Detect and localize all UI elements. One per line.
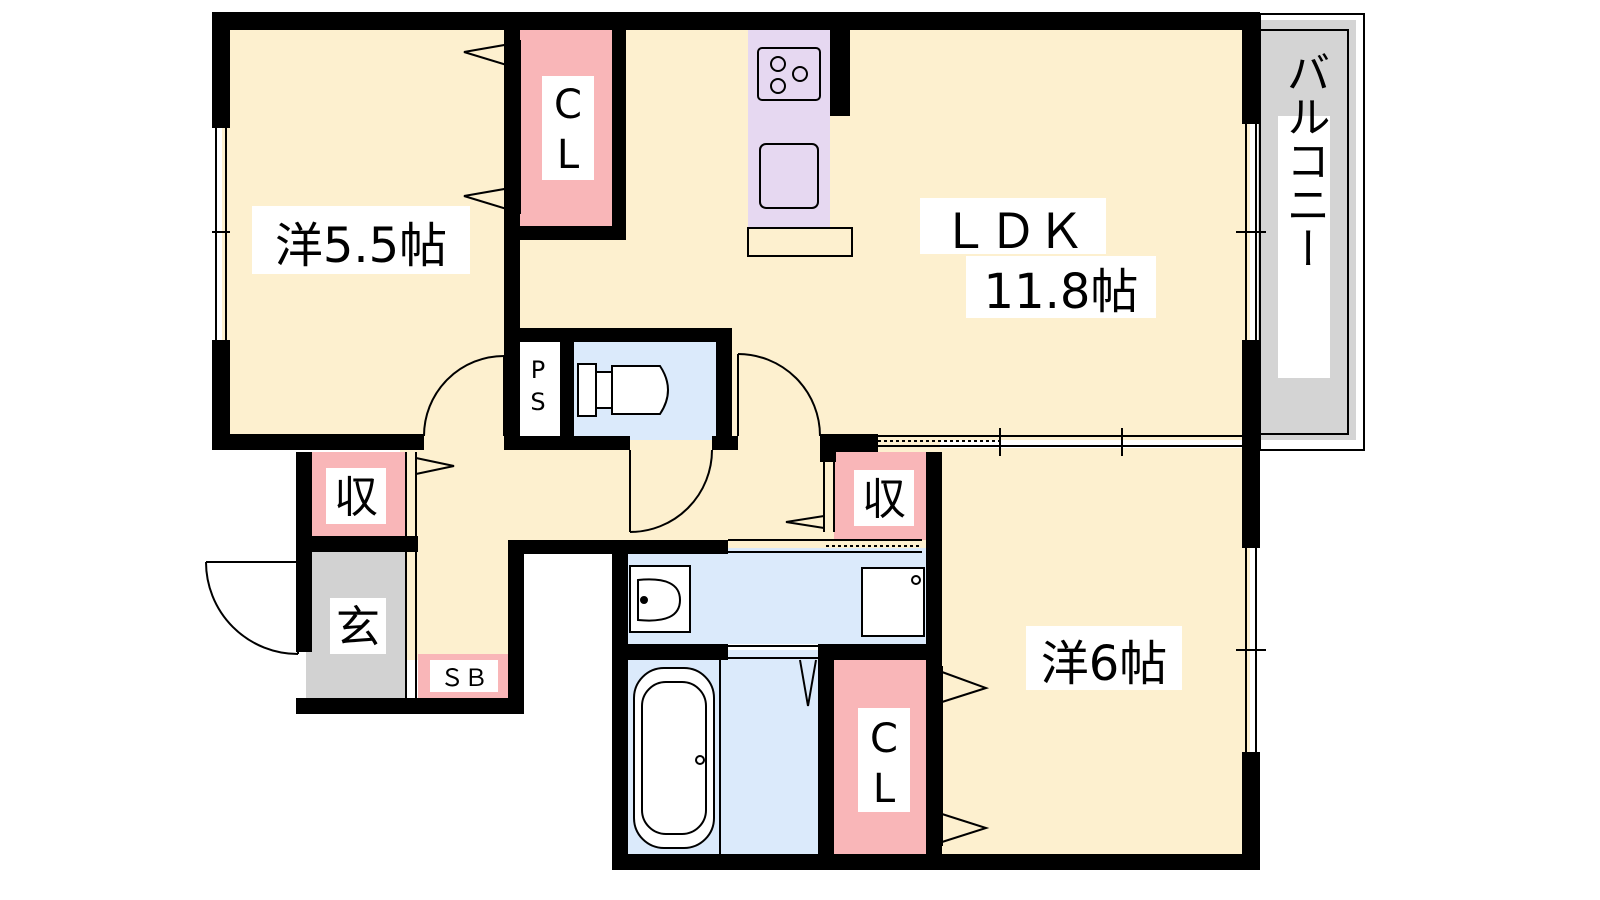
ldk-label: ＬＤＫ [941, 204, 1085, 260]
labels: 洋5.5帖 C L ＬＤＫ 11.8帖 バルコニー P S 収 収 玄 ＳＢ 洋… [252, 50, 1330, 812]
closet-b-label-c: C [870, 716, 898, 762]
closet-b-label-l: L [873, 766, 896, 812]
pipe-space-label-s: S [530, 388, 545, 416]
hallway-south [400, 548, 518, 660]
bathtub-icon [633, 667, 715, 849]
toilet-icon [577, 363, 669, 417]
washer-pan-icon [861, 567, 925, 637]
balcony-label: バルコニー [1279, 50, 1330, 270]
storage-b-label: 収 [862, 474, 906, 525]
entrance-label: 玄 [336, 602, 380, 653]
ldk-size-label: 11.8帖 [984, 264, 1139, 320]
storage-a-label: 収 [334, 472, 378, 523]
closet-a-label-l: L [557, 132, 580, 178]
room-western-b-label: 洋6帖 [1041, 636, 1168, 692]
pipe-space-label-p: P [531, 356, 545, 384]
closet-a-label-c: C [554, 82, 582, 128]
walls [212, 12, 1260, 870]
stove-icon [757, 47, 821, 101]
shoe-box-label: ＳＢ [440, 664, 488, 692]
room-western-a-label: 洋5.5帖 [275, 218, 447, 274]
line-work [205, 13, 1365, 854]
kitchen-counter-end [747, 227, 853, 257]
sink-icon [759, 143, 819, 209]
pipe-space [514, 340, 562, 436]
washbasin-icon [629, 565, 691, 633]
